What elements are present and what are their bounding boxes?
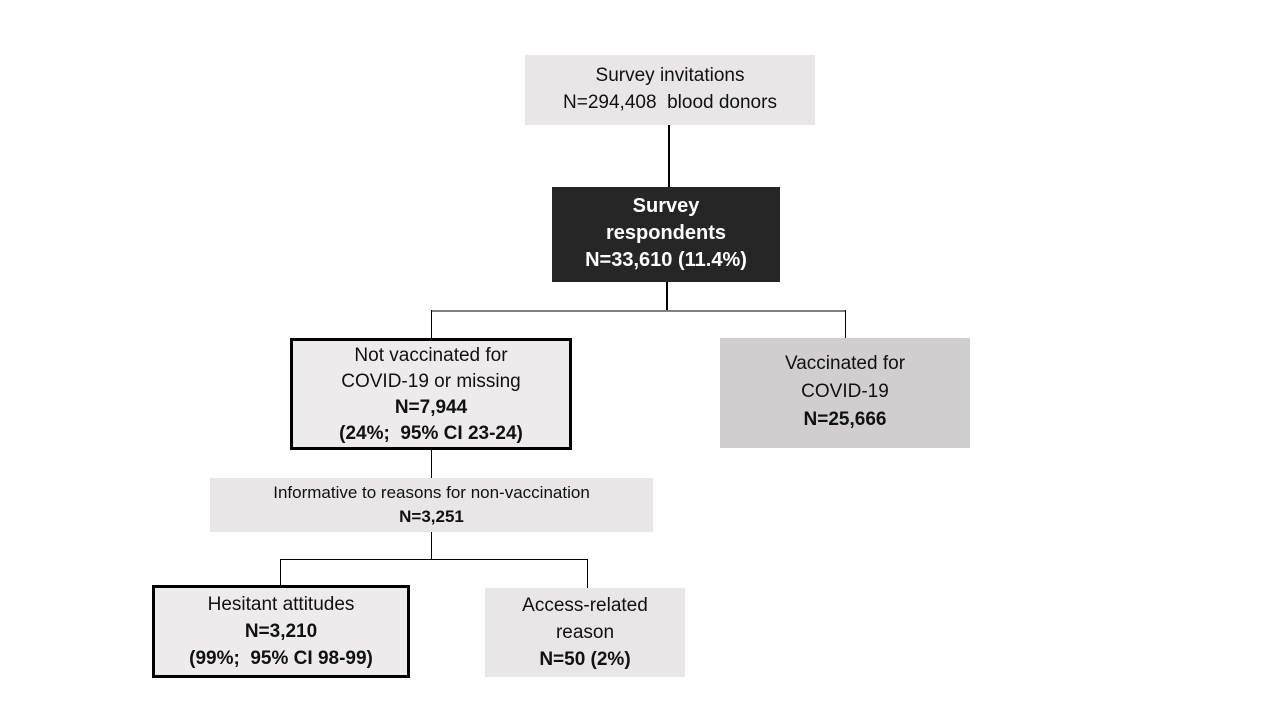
node-hesitant-attitudes: Hesitant attitudes N=3,210 (99%; 95% CI … xyxy=(152,585,410,678)
node-informative-reasons: Informative to reasons for non-vaccinati… xyxy=(210,478,653,532)
node-line: Survey invitations xyxy=(595,65,745,86)
node-line: N=3,251 xyxy=(399,507,464,526)
node-survey-invitations: Survey invitations N=294,408 blood donor… xyxy=(525,55,815,125)
node-line: N=3,210 xyxy=(244,621,318,642)
connector-drop-to-vaccinated xyxy=(845,310,846,338)
node-line: (24%; 95% CI 23-24) xyxy=(339,423,523,444)
node-line: N=294,408 blood donors xyxy=(563,92,777,113)
node-line: N=7,944 xyxy=(394,397,468,418)
node-access-related-reason: Access-related reason N=50 (2%) xyxy=(485,588,685,677)
node-line: Vaccinated for xyxy=(784,353,906,374)
connector-not-vaccinated-to-informative xyxy=(431,450,432,478)
node-line: Survey xyxy=(632,195,700,217)
connector-invitations-to-respondents xyxy=(668,125,670,187)
node-line: N=50 (2%) xyxy=(539,649,631,670)
node-line: N=33,610 (11.4%) xyxy=(585,249,747,271)
node-line: COVID-19 or missing xyxy=(341,371,521,392)
node-line: (99%; 95% CI 98-99) xyxy=(189,648,373,669)
node-not-vaccinated: Not vaccinated for COVID-19 or missing N… xyxy=(290,338,572,450)
node-line: reason xyxy=(555,622,615,643)
node-line: Informative to reasons for non-vaccinati… xyxy=(273,483,590,502)
connector-respondents-stem xyxy=(666,282,668,311)
connector-drop-to-access xyxy=(587,559,588,588)
connector-informative-stem xyxy=(431,532,432,559)
node-vaccinated: Vaccinated for COVID-19 N=25,666 xyxy=(720,338,970,448)
connector-branch-bottom-horizontal xyxy=(280,559,588,560)
node-line: N=25,666 xyxy=(803,409,887,430)
node-line: COVID-19 xyxy=(801,381,889,402)
node-line: Not vaccinated for xyxy=(354,345,508,366)
node-survey-respondents: Survey respondents N=33,610 (11.4%) xyxy=(552,187,780,282)
node-line: Hesitant attitudes xyxy=(207,594,355,615)
node-line: Access-related xyxy=(522,595,648,616)
connector-drop-to-hesitant xyxy=(280,559,281,585)
connector-drop-to-not-vaccinated xyxy=(431,310,432,338)
node-line: respondents xyxy=(605,222,727,244)
connector-branch-top-horizontal xyxy=(431,310,846,312)
